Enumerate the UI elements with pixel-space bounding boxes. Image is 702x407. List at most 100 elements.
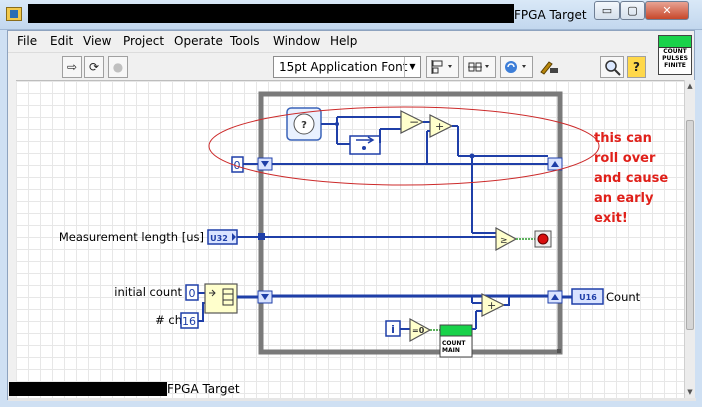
annotation-line-4: an early [594,191,654,206]
annotation-line-1: this can [594,131,652,146]
scroll-up-icon[interactable]: ▲ [687,82,693,90]
search-button[interactable] [600,56,624,78]
reorder-icon [505,61,526,73]
annotation-line-2: roll over [594,151,656,166]
reorder-button[interactable] [500,56,533,78]
shift-register-down-icon [261,161,269,167]
maximize-button[interactable]: ▢ [620,1,645,20]
labview-app-icon [6,7,22,21]
loop-tunnel[interactable] [258,233,265,240]
help-question-icon: ? [633,60,640,74]
menu-bar: File Edit View Project Operate Tools Win… [8,31,648,52]
wire [198,302,205,322]
initial-count-label: initial count [114,285,182,299]
shift-register-up-icon [551,294,559,300]
menu-edit[interactable]: Edit [50,34,74,48]
block-diagram-svg: 0 ? − [59,91,673,358]
menu-window[interactable]: Window [273,34,321,48]
count-type: U16 [579,293,597,302]
measurement-length-label: Measurement length [us] [59,230,204,244]
run-button[interactable]: ⇨ [62,56,82,78]
feedback-arrow-icon [356,136,375,144]
tick-count-clock-icon [293,113,315,135]
shift-register-up-icon [551,161,559,167]
ch-value: 16 [182,315,196,328]
control-arrow-icon [232,233,236,241]
menu-project[interactable]: Project [123,34,165,48]
annotation-line-5: exit! [594,211,628,226]
redacted-status [9,382,167,396]
count-indicator[interactable] [571,288,604,305]
greater-equal-icon: ≥ [500,236,508,246]
toolbar: ⇨ ⟳ ● 15pt Application Font ▼ ? [8,52,648,79]
abort-stop-icon: ● [112,60,124,74]
iteration-label: i [391,323,395,336]
status-bar: FPGA Target [7,378,695,400]
subvi-label-2: MAIN [442,347,460,354]
feedback-node[interactable] [349,135,381,155]
menu-help[interactable]: Help [330,34,358,48]
block-diagram[interactable]: 0 ? − [16,80,684,398]
add-node-top[interactable] [429,114,454,138]
subvi-label-1: COUNT [442,340,466,347]
chevron-down-icon: ▼ [404,57,420,77]
minimize-button[interactable]: ▭ [594,1,620,20]
array-arrow-icon [209,289,216,297]
vertical-scrollbar[interactable]: ▲ ▼ [684,80,695,398]
ch-label: # ch [155,313,182,327]
status-target-text: FPGA Target [167,382,240,396]
run-continuously-button[interactable]: ⟳ [84,56,104,78]
vi-icon[interactable]: COUNT PULSES FINITE [658,35,692,75]
subtract-node[interactable] [400,110,425,134]
loop-resize-handle[interactable] [557,349,561,353]
feedback-dot-icon [362,146,366,150]
vi-icon-line-1: COUNT [663,48,687,55]
stop-sign-icon [537,233,549,245]
redacted-title [28,4,514,23]
tick-count-question-icon: ? [301,120,307,131]
distribute-objects-icon [468,62,489,72]
font-selector-value: 15pt Application Font [279,60,408,74]
add-node-bottom[interactable] [481,293,506,317]
add-icon: + [487,299,496,312]
font-selector[interactable]: 15pt Application Font ▼ [273,56,421,78]
while-loop[interactable] [258,91,563,355]
subvi-header [439,324,473,337]
context-help-button[interactable]: ? [627,56,646,78]
greater-or-equal-node[interactable] [495,226,518,252]
distribute-objects-button[interactable] [463,56,496,78]
cleanup-diagram-button[interactable] [537,56,559,78]
title-bar: FPGA Target ▭ ▢ ✕ [0,0,702,30]
initialize-array-node[interactable] [204,283,238,314]
wire-junction [469,153,475,159]
add-icon: + [435,120,444,133]
rollover-annotation: this can roll over and cause an early ex… [594,131,673,226]
close-button[interactable]: ✕ [645,1,689,20]
menu-operate[interactable]: Operate [174,34,223,48]
search-icon [605,60,621,76]
initial-count-value: 0 [189,287,196,300]
equal-zero-icon: =0 [412,326,425,335]
menu-view[interactable]: View [83,34,112,48]
scroll-down-icon[interactable]: ▼ [687,388,693,396]
vi-icon-line-3: FINITE [664,62,686,69]
run-arrow-icon: ⇨ [66,60,78,74]
subtract-icon: − [409,115,419,129]
align-objects-button[interactable] [426,56,459,78]
annotation-ellipse [208,106,600,186]
window-title: FPGA Target [514,8,587,22]
wire [504,296,510,306]
vi-icon-header [659,36,691,48]
shift-register-down-icon [261,294,269,300]
equal-to-zero-node[interactable] [409,317,432,343]
menu-tools[interactable]: Tools [230,34,260,48]
array-icon [222,288,234,306]
abort-button[interactable]: ● [108,56,128,78]
menu-file[interactable]: File [17,34,38,48]
annotation-line-3: and cause [594,171,668,186]
align-objects-icon [431,60,452,74]
shift-init-value: 0 [234,159,241,172]
scrollbar-thumb[interactable] [686,120,694,330]
cleanup-broom-icon [540,61,558,75]
run-continuous-icon: ⟳ [88,60,100,74]
